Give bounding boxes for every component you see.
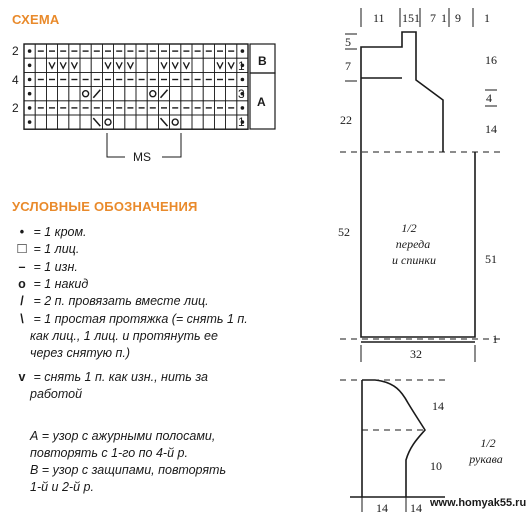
edge-stitch-mark <box>27 106 32 110</box>
k2tog-mark <box>159 89 169 99</box>
slip-mark <box>126 62 134 70</box>
slip-mark <box>70 62 78 70</box>
left-dim-22: 22 <box>340 113 352 127</box>
note-line-4: 1-й и 2-й р. <box>30 480 94 494</box>
sleeve-bottom-14a: 14 <box>376 501 388 515</box>
edge-stitch-mark <box>240 91 245 96</box>
top-width-15: 15 <box>402 11 414 25</box>
yarn-over-mark <box>149 89 157 98</box>
slip-mark <box>171 62 179 70</box>
note-line-3: В = узор с защипами, повторять <box>30 463 227 477</box>
purl-stitch-icon: – <box>18 260 26 274</box>
knit-stitch-icon: □ <box>17 240 27 257</box>
row-label-right-1: 1 <box>238 59 245 73</box>
body-outline <box>360 31 444 152</box>
legend-item-knit: □ = 1 лиц. <box>14 241 79 257</box>
ms-label: MS <box>133 150 151 164</box>
top-width-7: 7 <box>430 11 436 25</box>
edge-stitch-mark <box>27 49 32 53</box>
right-dim-51: 51 <box>485 252 497 266</box>
watermark: www.homyak55.ru <box>430 497 526 509</box>
right-dim-14: 14 <box>485 122 497 136</box>
top-width-1b: 1 <box>441 11 447 25</box>
slip-mark <box>104 62 112 70</box>
left-dim-7: 7 <box>345 59 351 73</box>
skp-icon: \ <box>20 312 24 326</box>
slip-mark <box>115 62 123 70</box>
top-width-1c: 1 <box>484 11 490 25</box>
legend-item-slip: v = снять 1 п. как изн., нить за <box>14 369 208 385</box>
bottom-width-32: 32 <box>410 347 422 361</box>
legend-item-purl: – = 1 изн. <box>14 259 78 275</box>
legend-title: УСЛОВНЫЕ ОБОЗНАЧЕНИЯ <box>12 199 198 214</box>
legend-item-skp: \ = 1 простая протяжка (= снять 1 п. <box>14 311 247 327</box>
left-dim-5: 5 <box>345 35 351 49</box>
row-label-left-2: 4 <box>12 73 19 87</box>
slip-mark <box>160 62 168 70</box>
k2tog-icon: / <box>20 294 24 308</box>
edge-stitch-mark <box>240 106 245 110</box>
yarn-over-icon: o <box>18 277 26 291</box>
sleeve-label-line-2: рукава <box>468 452 503 466</box>
sleeve-dim-14: 14 <box>432 399 444 413</box>
edge-stitch-mark <box>240 49 245 53</box>
slip-mark <box>59 62 67 70</box>
legend-item-skp-cont2: через снятую п.) <box>30 346 131 360</box>
left-dim-52: 52 <box>338 225 350 239</box>
sleeve-bottom-14b: 14 <box>410 501 422 515</box>
legend-item-yarnover: o = 1 накид <box>14 276 88 292</box>
right-dim-1: 1 <box>492 332 498 346</box>
chart-border <box>23 43 249 130</box>
row-label-left-1: 2 <box>12 44 19 58</box>
right-dim-4: 4 <box>486 91 492 105</box>
yarn-over-mark <box>171 118 179 126</box>
scheme-title: СХЕМА <box>12 12 60 27</box>
slip-mark <box>48 62 56 70</box>
body-label-line-3: и спинки <box>392 253 436 267</box>
top-width-1a: 1 <box>414 11 420 25</box>
row-label-left-3: 2 <box>12 101 19 115</box>
edge-stitch-mark <box>240 77 245 82</box>
row-label-right-3: 1 <box>238 115 245 129</box>
sleeve-outline <box>362 379 426 497</box>
stitch-chart: 2 4 2 1 3 1 B A MS <box>12 43 276 164</box>
legend-item-edge: • = 1 кром. <box>14 224 87 240</box>
edge-stitch-mark <box>27 91 32 96</box>
legend-item-k2tog: / = 2 п. провязать вместе лиц. <box>14 293 208 309</box>
section-label-a: A <box>257 95 266 109</box>
slip-mark <box>227 62 235 70</box>
slip-mark <box>216 62 224 70</box>
slip-mark <box>182 62 190 70</box>
slip-stitch-icon: v <box>18 370 26 384</box>
top-width-11: 11 <box>373 11 385 25</box>
legend-item-slip-cont: работой <box>30 387 83 401</box>
legend-item-skp-cont1: как лиц., 1 лиц. и протянуть ее <box>30 329 218 343</box>
body-label-line-2: переда <box>396 237 430 251</box>
row-label-right-2: 3 <box>238 87 245 101</box>
skp-mark <box>159 117 169 127</box>
sleeve-dim-10: 10 <box>430 459 442 473</box>
note-line-1: А = узор с ажурными полосами, <box>30 429 216 443</box>
body-label-line-1: 1/2 <box>401 221 416 235</box>
edge-stitch-mark <box>27 63 32 68</box>
section-label-b: B <box>258 54 267 68</box>
edge-stitch-mark <box>27 120 32 124</box>
edge-stitch-mark <box>240 63 245 68</box>
sleeve-label-line-1: 1/2 <box>480 436 495 450</box>
top-width-9: 9 <box>455 11 461 25</box>
skp-mark <box>92 117 101 127</box>
edge-stitch-icon: • <box>19 225 25 239</box>
yarn-over-mark <box>81 89 90 98</box>
note-line-2: повторять с 1-го по 4-й р. <box>30 446 188 460</box>
yarn-over-mark <box>104 118 112 126</box>
k2tog-mark <box>92 89 101 99</box>
edge-stitch-mark <box>27 77 32 82</box>
right-dim-16: 16 <box>485 53 497 67</box>
edge-stitch-mark <box>240 120 245 124</box>
